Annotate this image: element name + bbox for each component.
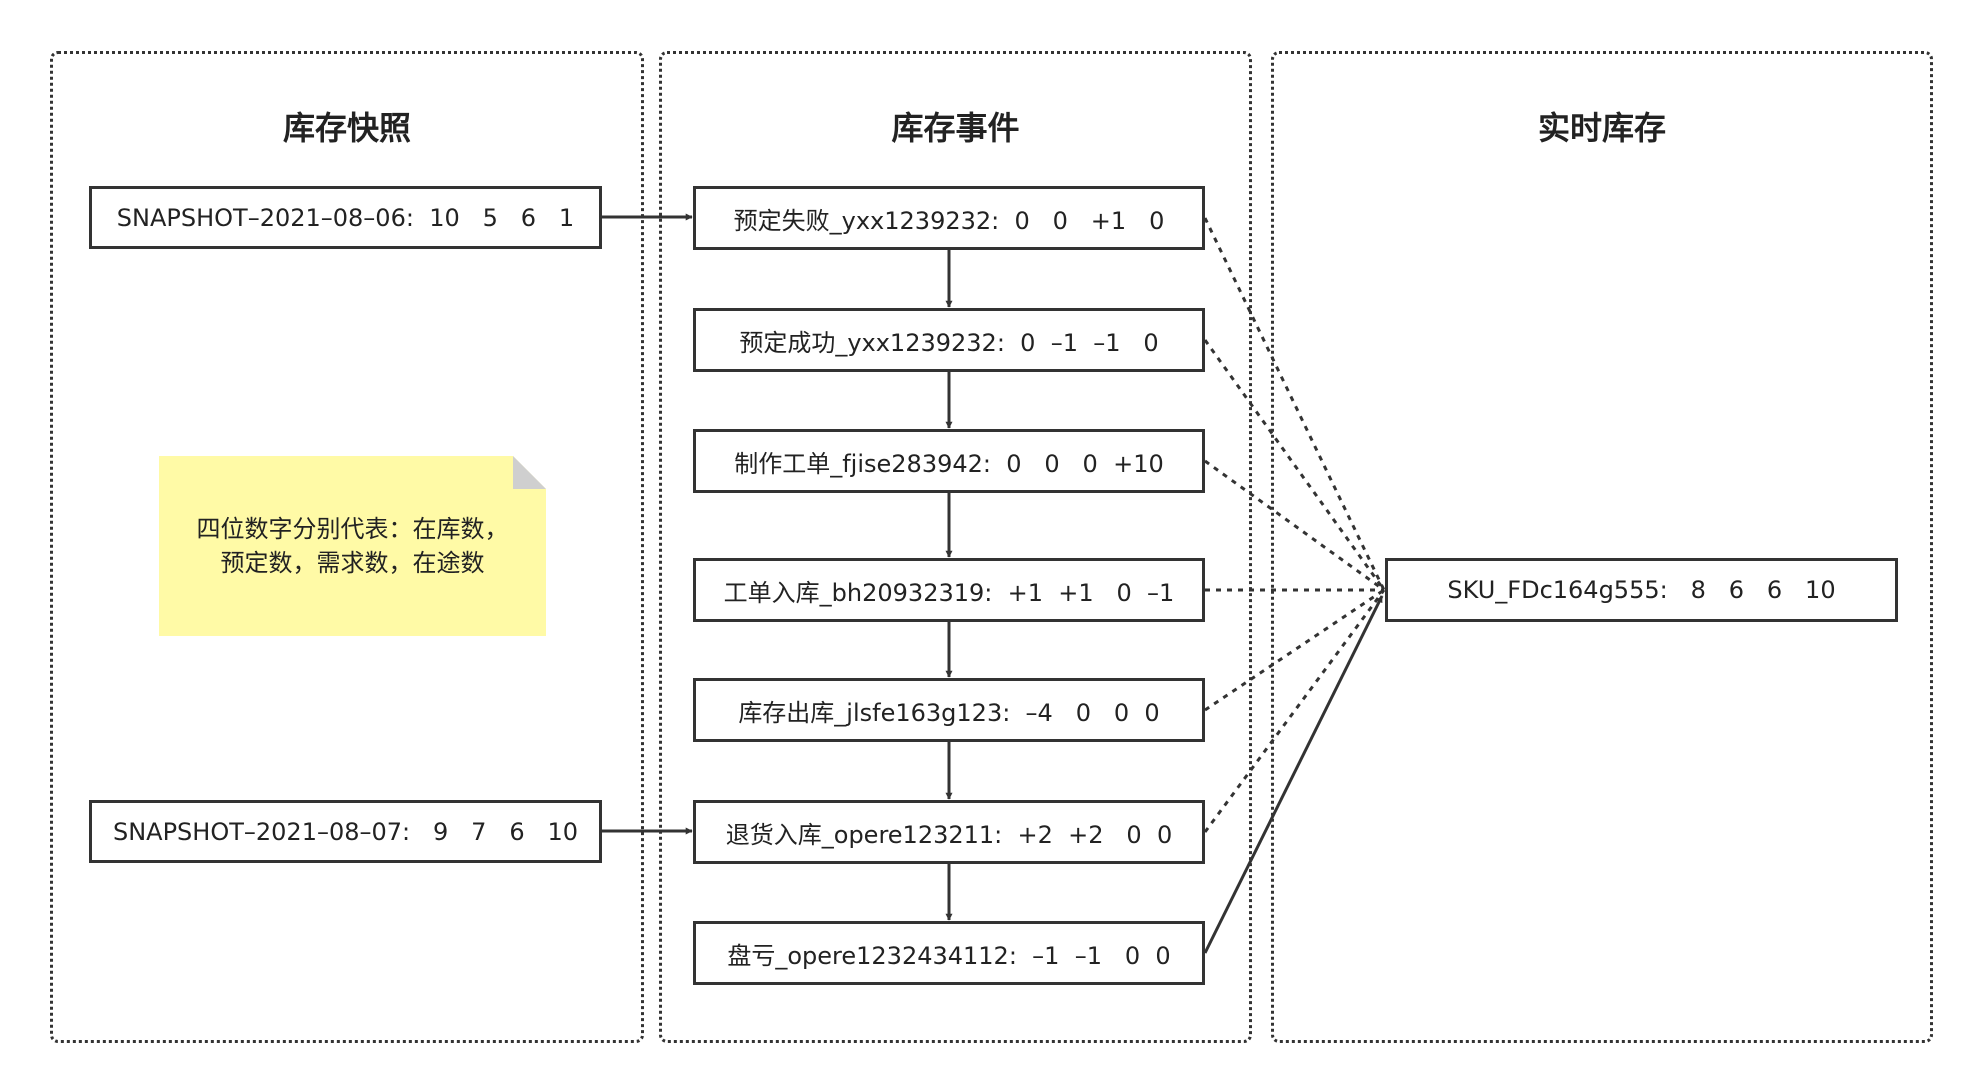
dotted-connector — [1203, 339, 1386, 591]
lane-title-events: 库存事件 — [891, 109, 1020, 147]
event-node-return-inbound: 退货入库_opere123211: +2 +2 0 0 — [693, 800, 1205, 864]
event-node-work-order-inbound: 工单入库_bh20932319: +1 +1 0 –1 — [693, 558, 1205, 622]
lane-snapshot — [50, 51, 644, 1043]
event-node-inventory-loss: 盘亏_opere1232434112: –1 –1 0 0 — [693, 921, 1205, 985]
lane-events — [659, 51, 1252, 1043]
event-node-stock-outbound: 库存出库_jlsfe163g123: –4 0 0 0 — [693, 678, 1205, 742]
event-node-reserve-failed: 预定失败_yxx1239232: 0 0 +1 0 — [693, 186, 1205, 250]
lane-title-realtime: 实时库存 — [1537, 109, 1666, 147]
lane-title-snapshot: 库存快照 — [282, 109, 411, 147]
dotted-connector — [1204, 459, 1385, 592]
sticky-note: 四位数字分别代表：在库数， 预定数，需求数，在途数 — [159, 456, 546, 636]
event-node-work-order: 制作工单_fjise283942: 0 0 0 +10 — [693, 429, 1205, 493]
snapshot-node-2021-08-07: SNAPSHOT–2021–08–07: 9 7 6 10 — [89, 800, 602, 863]
dotted-connector — [1203, 589, 1386, 833]
event-node-reserve-success: 预定成功_yxx1239232: 0 –1 –1 0 — [693, 308, 1205, 372]
realtime-sku-node: SKU_FDc164g555: 8 6 6 10 — [1385, 558, 1898, 622]
dotted-connector — [1203, 217, 1386, 591]
realtime-arrow — [1203, 595, 1384, 954]
dotted-connector — [1204, 588, 1385, 712]
snapshot-node-2021-08-06: SNAPSHOT–2021–08–06: 10 5 6 1 — [89, 186, 602, 249]
lane-realtime — [1271, 51, 1933, 1043]
